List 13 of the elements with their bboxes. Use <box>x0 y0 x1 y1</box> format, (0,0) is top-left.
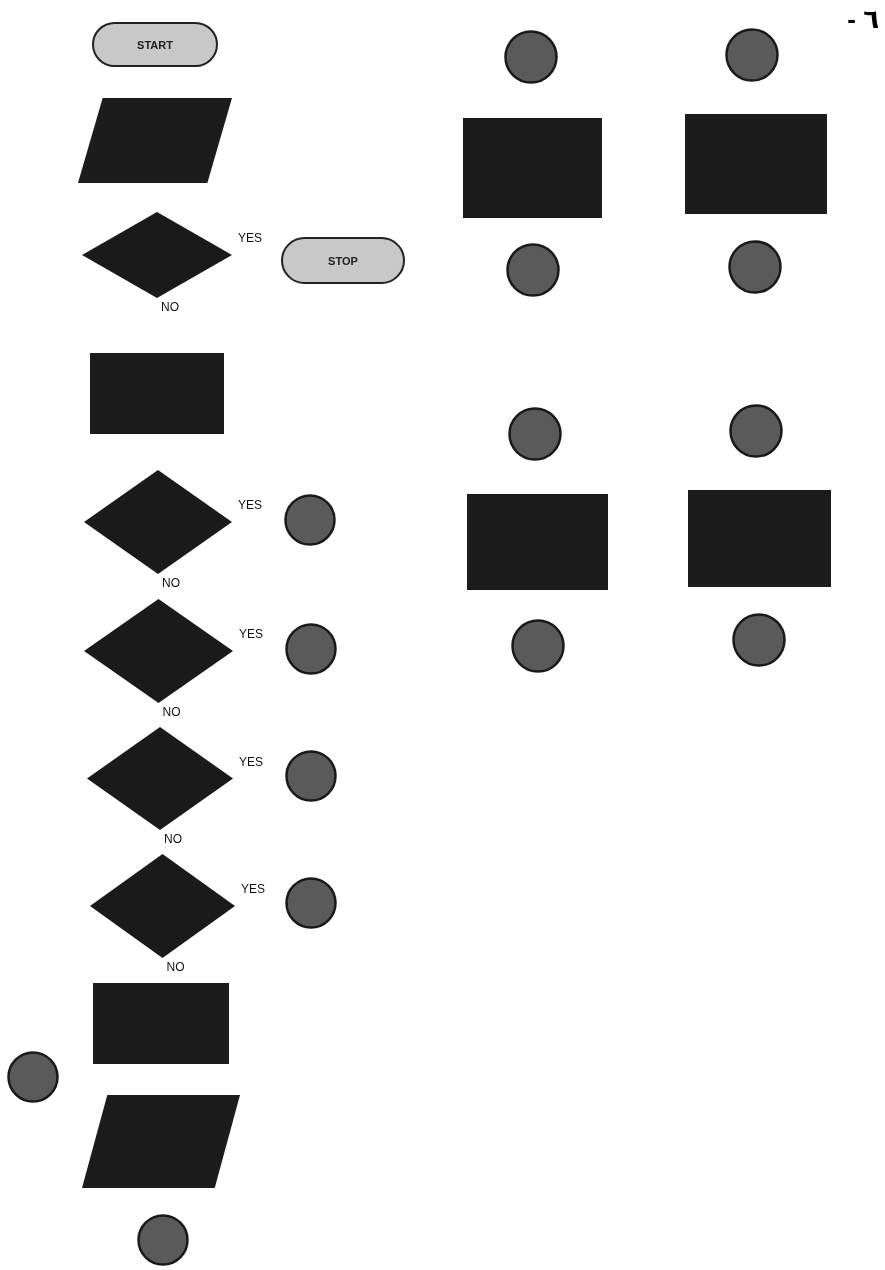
branch-label: YES <box>239 754 263 769</box>
branch-label: NO <box>162 705 181 719</box>
branch-label: YES <box>239 627 263 641</box>
branch-label: YES <box>238 231 262 245</box>
branch-label: YES <box>238 498 262 512</box>
branch-label: NO <box>164 832 182 846</box>
page-number: - ٦ <box>847 4 879 35</box>
branch-label: NO <box>166 960 185 974</box>
terminal-label: START <box>136 38 174 51</box>
terminal-label: STOP <box>327 254 359 267</box>
branch-label: YES <box>241 882 265 896</box>
branch-label: NO <box>162 576 180 590</box>
branch-label: NO <box>161 300 179 314</box>
